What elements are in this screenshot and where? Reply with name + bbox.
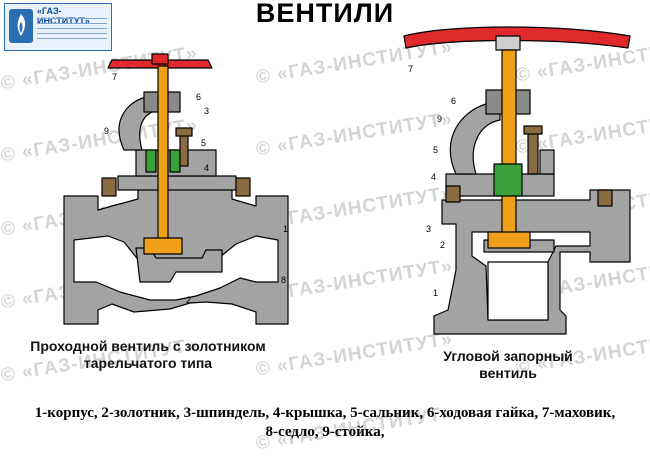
angle-valve-caption: Угловой запорный вентиль [418, 348, 598, 382]
part-label: 9 [104, 126, 110, 136]
flame-emblem-icon [9, 9, 33, 43]
part-label: 1 [283, 224, 289, 234]
gland-bolt [527, 129, 539, 175]
part-label: 3 [426, 224, 432, 234]
part-label: 6 [451, 96, 457, 106]
valve-seat [135, 247, 223, 283]
legend-line: 1-корпус, 2-золотник, 3-шпиндель, 4-крыш… [34, 405, 616, 421]
part-label: 1 [433, 288, 439, 298]
packing [493, 163, 523, 197]
institute-logo: «ГАЗ-ИНСТИТУТ» [4, 3, 112, 51]
part-label: 2 [186, 295, 192, 305]
part-label: 7 [408, 64, 414, 74]
disc [143, 237, 183, 255]
part-label: 7 [112, 72, 118, 82]
part-label: 2 [440, 240, 446, 250]
part-label: 6 [196, 92, 202, 102]
part-label: 9 [437, 114, 443, 124]
part-label: 4 [204, 163, 210, 173]
part-label: 5 [201, 138, 207, 148]
caption-line: Угловой запорный [443, 348, 573, 364]
caption-line: Проходной вентиль с золотником [30, 338, 266, 354]
caption-line: вентиль [479, 365, 537, 381]
disc [487, 231, 531, 249]
part-label: 4 [431, 172, 437, 182]
part-label: 5 [433, 145, 439, 155]
part-label: 8 [281, 275, 287, 285]
logo-name: «ГАЗ-ИНСТИТУТ» [37, 6, 90, 26]
parts-legend: 1-корпус, 2-золотник, 3-шпиндель, 4-крыш… [0, 404, 650, 442]
legend-line: 8-седло, 9-стойка, [265, 424, 385, 440]
part-label: 3 [204, 106, 210, 116]
logo-text-lines [37, 18, 107, 44]
through-valve-caption: Проходной вентиль с золотником тарельчат… [8, 338, 288, 372]
caption-line: тарельчатого типа [83, 355, 213, 371]
page-title: ВЕНТИЛИ [255, 0, 395, 28]
stem [501, 49, 517, 247]
